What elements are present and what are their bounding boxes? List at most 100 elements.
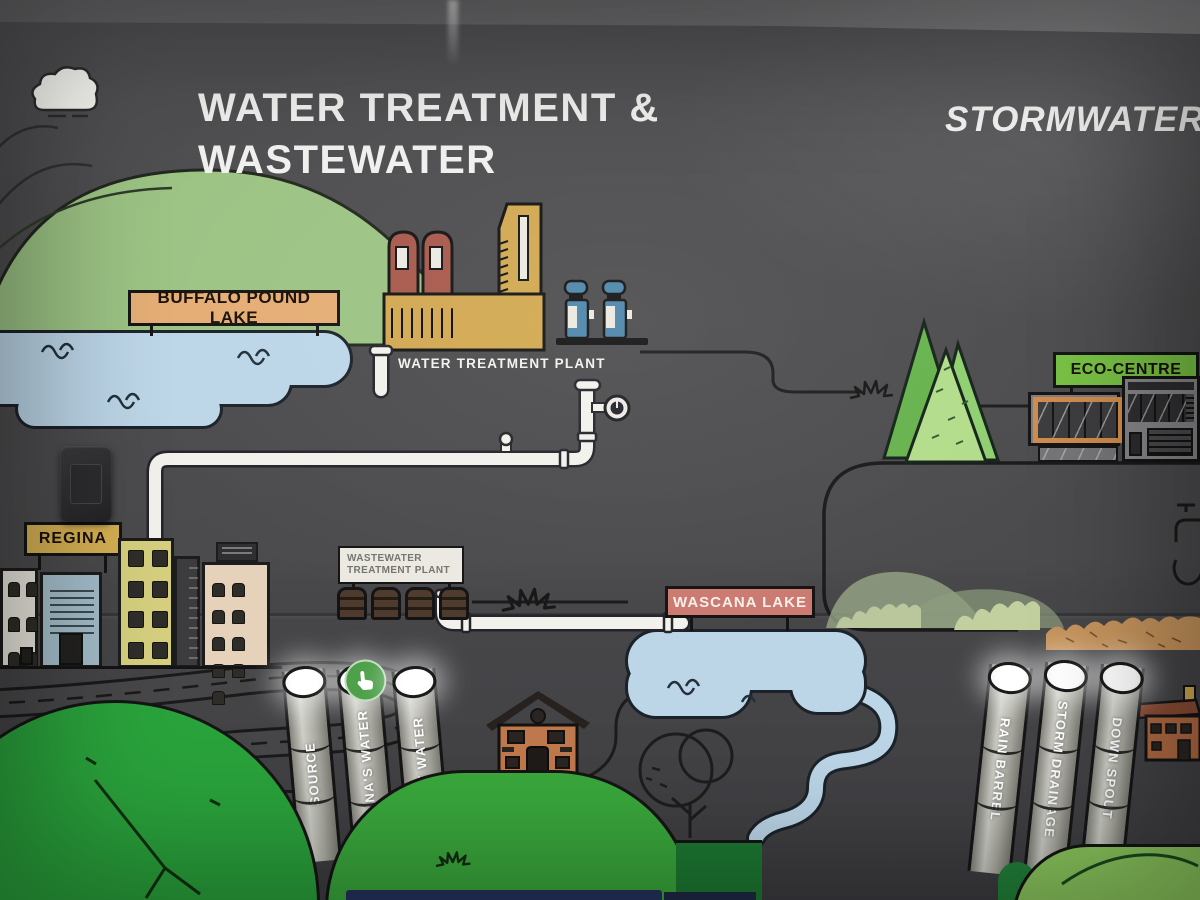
hill-contour-line [0, 186, 173, 250]
floor-edge [664, 892, 756, 900]
window [401, 308, 403, 338]
window [26, 582, 38, 597]
sign-text: BUFFALO POUND LAKE [157, 288, 311, 327]
building-window-bands [50, 585, 94, 639]
eco-vents [1186, 394, 1194, 422]
window [212, 583, 225, 597]
wave-icon [40, 342, 271, 410]
window [128, 580, 144, 598]
window [152, 580, 168, 598]
window [8, 617, 20, 632]
label-water-treatment-plant: WATER TREATMENT PLANT [398, 356, 606, 371]
window [128, 550, 144, 567]
sign-text: ECO-CENTRE [1070, 361, 1182, 378]
eco-centre-building-right [1122, 376, 1200, 462]
pressure-gauge-icon [591, 394, 631, 422]
light-reflection [448, 0, 458, 66]
wall-control-box[interactable] [60, 446, 112, 522]
sign-post [690, 617, 693, 631]
floor-edge [346, 890, 662, 900]
window [128, 641, 144, 659]
eco-window-band [1033, 397, 1123, 443]
pipe-network [146, 344, 691, 634]
buffalo-pound-lake [0, 330, 353, 429]
window [128, 611, 144, 628]
branch-lines [85, 756, 221, 899]
factory-windows [391, 308, 539, 338]
section-title-stormwater: STORMWATER [945, 100, 1200, 139]
touch-icon[interactable] [342, 657, 389, 704]
digester-tank [371, 587, 401, 620]
rooftop-sign [216, 542, 258, 562]
foreground-art [85, 756, 1199, 899]
window [152, 611, 168, 628]
eco-roof-band [1128, 382, 1194, 390]
window [212, 610, 225, 624]
hill-contour-line [1061, 853, 1199, 886]
window [431, 308, 433, 338]
window [232, 610, 245, 624]
digester-tank [439, 587, 469, 620]
city-building [174, 556, 200, 668]
window [411, 308, 413, 338]
sign-post [104, 556, 107, 573]
eco-window-band [1128, 394, 1186, 422]
eco-centre-base [1038, 446, 1118, 462]
digester-tank [405, 587, 435, 620]
sign-wascana-lake: WASCANA LAKE [665, 586, 815, 618]
splash-icon [848, 379, 895, 400]
sign-regina: REGINA [24, 522, 122, 556]
city-building [0, 568, 38, 668]
window [421, 308, 423, 338]
page-title: WATER TREATMENT & WASTEWATER [198, 82, 660, 186]
wave-icon [666, 678, 757, 703]
wascana-lake [625, 629, 899, 848]
title-line-1: WATER TREATMENT & [198, 86, 660, 130]
pipe-elbow-icon [368, 344, 394, 357]
window [152, 641, 168, 659]
sign-post [786, 617, 789, 631]
city-building [40, 572, 102, 668]
window [8, 582, 20, 597]
eco-centre-building-left [1028, 392, 1123, 446]
factory-main-block [382, 292, 546, 352]
building-windows [128, 550, 168, 662]
title-line-2: WASTEWATER [198, 138, 497, 182]
water-treatment-plant-building [382, 202, 648, 352]
window [26, 617, 38, 632]
outline-hills-icon [0, 125, 93, 206]
window [212, 637, 225, 651]
pump-house [1138, 685, 1200, 762]
building-door [20, 647, 33, 665]
window [232, 583, 245, 597]
building-door [59, 633, 83, 665]
window [232, 637, 245, 651]
city-base-line [0, 666, 282, 669]
window [391, 308, 393, 338]
sign-post [38, 556, 41, 570]
pipe-collar [558, 448, 570, 470]
button-pillar-reginas-water[interactable]: REGINA'S WATER [336, 657, 398, 868]
dirt-strip [1046, 616, 1200, 650]
house-roof [486, 691, 590, 731]
eco-garage-door [1147, 428, 1193, 456]
sign-text: REGINA [38, 530, 108, 547]
building-windows [8, 582, 38, 672]
window [8, 652, 20, 667]
digester-tank [337, 587, 367, 620]
window [451, 308, 453, 338]
attic-window [530, 708, 546, 724]
city-building [202, 562, 270, 705]
pipe-cap [573, 378, 602, 392]
pump-station [556, 279, 648, 345]
sign-text: WASCANA LAKE [673, 593, 807, 611]
sign-post [316, 326, 319, 336]
tree-outline-icon [638, 728, 734, 838]
house-windows [505, 730, 570, 769]
window [152, 550, 168, 567]
valve-icon [498, 431, 514, 453]
